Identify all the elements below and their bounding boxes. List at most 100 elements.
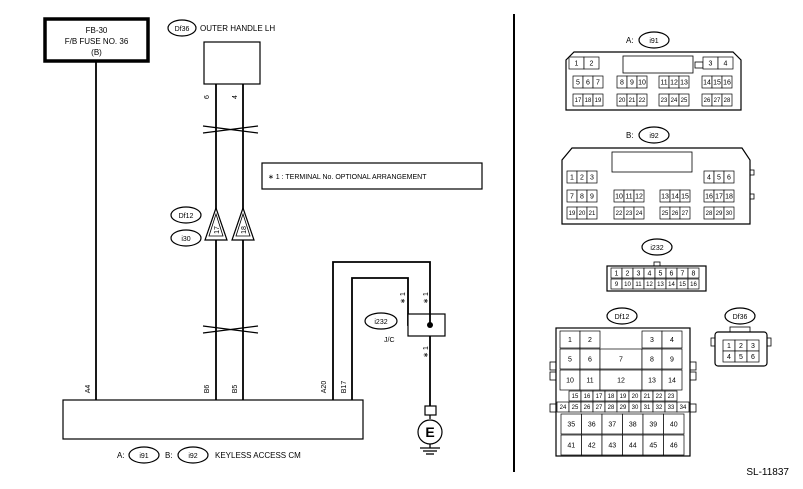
i232-pin-8: [687, 267, 700, 279]
splice-dot: [427, 322, 433, 328]
i92-pin-19-label: 19: [569, 211, 576, 217]
i91-pin-3-label: 3: [709, 61, 713, 68]
outer-handle-lh: Df36 OUTER HANDLE LH 6 4: [167, 19, 275, 99]
i232-pin-7-label: 7: [681, 271, 685, 278]
df12-pin-30-label: 30: [632, 405, 639, 411]
svg-text:Df12: Df12: [615, 314, 630, 321]
star-note-1: ∗ 1: [400, 292, 407, 304]
i91-pin-14-label: 14: [703, 80, 711, 87]
i92-pin-7-label: 7: [570, 194, 574, 201]
i91-pin-25-label: 25: [681, 98, 688, 104]
df12-pin-43-label: 43: [608, 443, 616, 450]
df12-pin-4: [661, 330, 683, 349]
i91-pin-2: [583, 56, 600, 70]
df12-pin-33-label: 33: [668, 405, 675, 411]
i92-pin-6: [723, 170, 735, 184]
i91-pin-13-label: 13: [680, 80, 688, 87]
pin-17: 17: [214, 226, 221, 234]
i91-pin-27-label: 27: [714, 98, 721, 104]
i92-pin-24: [633, 206, 645, 220]
df36-pin-6-label: 6: [751, 354, 755, 361]
df12-pin-8-label: 8: [650, 357, 654, 364]
i232-pin-1-label: 1: [615, 271, 619, 278]
i92-pin-21-label: 21: [589, 211, 596, 217]
df12-pin-24-label: 24: [560, 405, 567, 411]
pin-b5: B5: [232, 385, 239, 394]
i232-pin-11-label: 11: [635, 282, 642, 288]
df12-pin-5-label: 5: [568, 357, 572, 364]
i91-pin-2-label: 2: [590, 61, 594, 68]
svg-text:Df12: Df12: [179, 213, 194, 220]
cm-label-a: A:: [117, 451, 125, 460]
i92-pin-29-label: 29: [716, 211, 723, 217]
df12-pin-7-label: 7: [619, 357, 623, 364]
df12-pin-28-label: 28: [608, 405, 615, 411]
df12-pin-2-label: 2: [588, 337, 592, 344]
joint-connector-i232: i232 J/C ∗ 1 ∗ 1 ∗ 1: [364, 292, 446, 358]
i91-pin-28: [721, 93, 733, 107]
svg-text:Df36: Df36: [733, 314, 748, 321]
df12-pin-32-label: 32: [656, 405, 663, 411]
outer-handle-title: OUTER HANDLE LH: [200, 24, 275, 33]
df12-pin-36-label: 36: [588, 422, 596, 429]
i92-pin-6-label: 6: [727, 175, 731, 182]
i232-pin-14-label: 14: [668, 282, 675, 288]
svg-text:i30: i30: [181, 236, 190, 243]
i232-pin-5-label: 5: [659, 271, 663, 278]
inline-connector: Df12 i30 17 18: [170, 206, 255, 247]
i91-pin-10: [636, 75, 648, 89]
df36-pin-3-label: 3: [751, 343, 755, 350]
df12-pin-1-label: 1: [568, 337, 572, 344]
df12-pin-44-label: 44: [629, 443, 637, 450]
diagram-code: SL-11837: [746, 467, 789, 478]
i232-pin-13-label: 13: [657, 282, 664, 288]
connector-view-tag-i91: [638, 31, 670, 49]
i92-pin-15: [679, 189, 691, 203]
i92-pin-10-label: 10: [615, 194, 623, 201]
i92-pin-2-label: 2: [580, 175, 584, 182]
i92-pin-9-label: 9: [590, 194, 594, 201]
i91-pin-19: [592, 93, 604, 107]
i91-pin-10-label: 10: [638, 80, 646, 87]
i232-pin-16: [687, 278, 700, 290]
fuse-label-2: F/B FUSE NO. 36: [65, 37, 129, 46]
df36-pin-6: [746, 350, 760, 363]
df12-pin-46: [663, 434, 685, 456]
pin-6: 6: [204, 95, 211, 99]
twisted-pair-marker-top: [202, 125, 259, 134]
i92-pin-17-label: 17: [715, 194, 723, 201]
i91-pin-9-label: 9: [630, 80, 634, 87]
svg-text:E: E: [425, 424, 434, 440]
df12-pin-37-label: 37: [608, 422, 616, 429]
df12-pin-34-label: 34: [680, 405, 687, 411]
i92-pin-5-label: 5: [717, 175, 721, 182]
connector-tag-i91: [128, 446, 160, 464]
keyless-access-cm: A4 B6 B5 A20 B17 A: i91 B: i92 KEYLESS A…: [62, 381, 364, 464]
svg-text:i232: i232: [374, 319, 387, 326]
i91-pin-28-label: 28: [724, 98, 731, 104]
i232-pin-10-label: 10: [624, 282, 631, 288]
i232-pin-3-label: 3: [637, 271, 641, 278]
i92-pin-27-label: 27: [682, 211, 689, 217]
i91-pin-25: [678, 93, 690, 107]
df12-pin-2: [579, 330, 601, 349]
i91-pin-1-label: 1: [575, 61, 579, 68]
df12-pin-35-label: 35: [567, 422, 575, 429]
i91-pin-22-label: 22: [639, 98, 646, 104]
svg-text:Df36: Df36: [175, 26, 190, 33]
df12-pin-16-label: 16: [584, 394, 591, 400]
i232-pin-6-label: 6: [670, 271, 674, 278]
connector-view-tag-df36: [724, 307, 756, 325]
outer-handle-body: [203, 41, 261, 85]
df36-pin-2-label: 2: [739, 343, 743, 350]
df12-pin-13-label: 13: [648, 378, 656, 385]
df12-pin-46-label: 46: [670, 443, 678, 450]
i92-pin-8-label: 8: [580, 194, 584, 201]
i232-pin-4-label: 4: [648, 271, 652, 278]
i91-pin-4-label: 4: [724, 61, 728, 68]
df12-pin-17-label: 17: [596, 394, 603, 400]
df12-pin-4-label: 4: [670, 337, 674, 344]
i92-pin-21: [586, 206, 598, 220]
df12-pin-42-label: 42: [588, 443, 596, 450]
